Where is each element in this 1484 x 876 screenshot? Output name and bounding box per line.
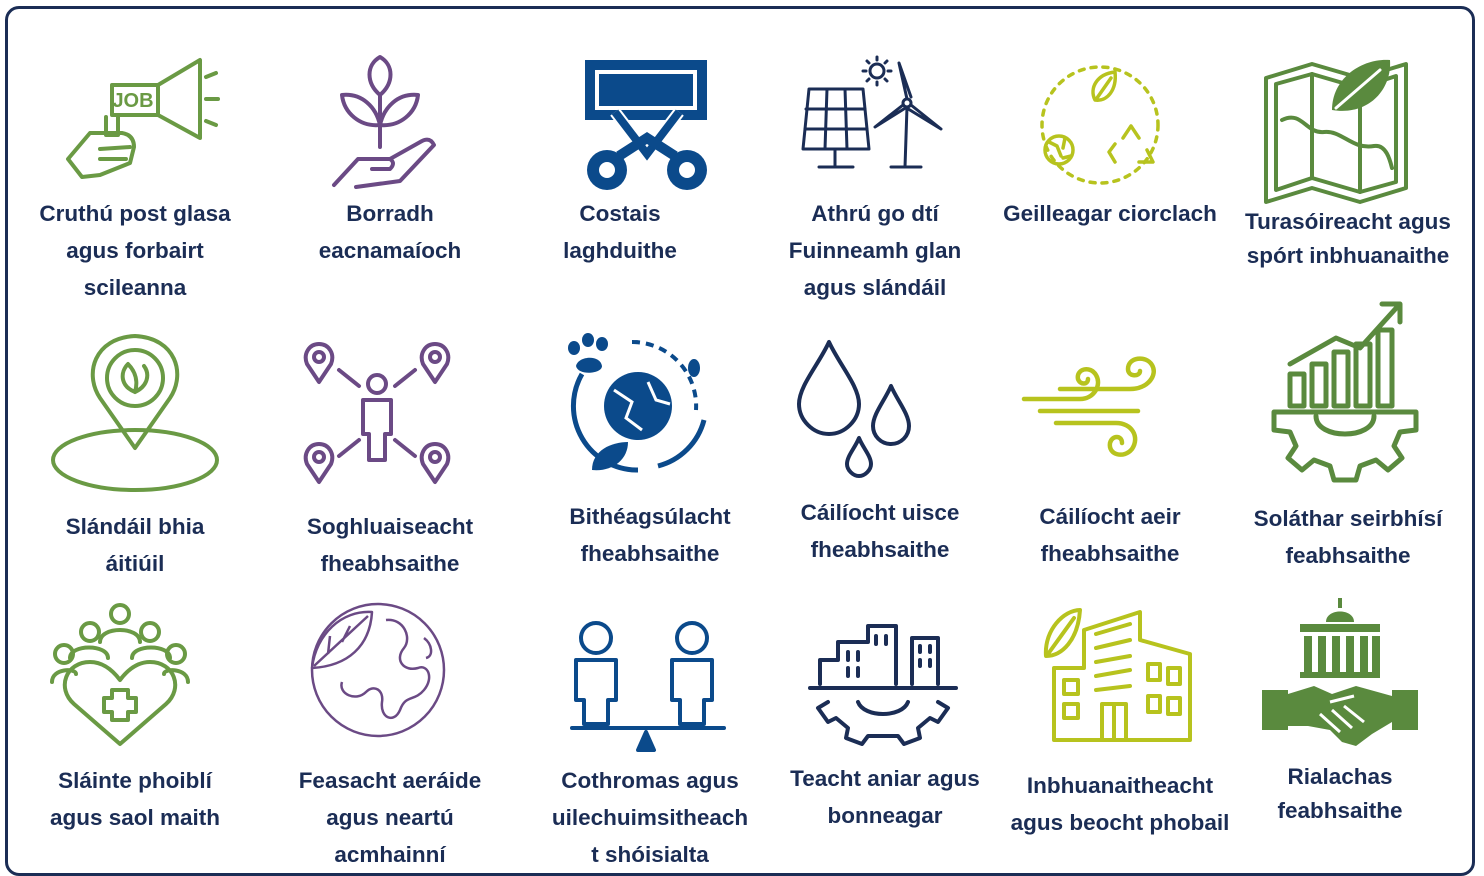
job-label: JOB: [112, 90, 153, 112]
megaphone-job-icon: JOB: [60, 55, 220, 185]
community-heart-icon: [50, 602, 190, 747]
water-drops-icon: [795, 340, 920, 480]
green-building-icon: [1030, 600, 1195, 745]
wind-swirl-icon: [1020, 355, 1170, 465]
infographic-frame: [5, 6, 1475, 876]
biodiversity-globe-icon: [562, 330, 712, 480]
growth-gear-icon: [1270, 300, 1420, 483]
solar-wind-icon: [795, 55, 950, 175]
government-handshake-icon: [1260, 598, 1420, 753]
balance-people-icon: [568, 620, 728, 755]
person-locations-icon: [303, 342, 453, 492]
city-gear-icon: [808, 622, 958, 757]
circular-economy-icon: [1035, 60, 1165, 190]
leaf-globe-icon: [308, 598, 448, 740]
tile-label-circular-economy: Geilleagar ciorclach: [1003, 201, 1217, 226]
map-leaf-icon: [1262, 50, 1412, 210]
location-leaf-icon: [50, 320, 220, 505]
hand-plant-icon: [330, 55, 450, 190]
banknote-scissors-icon: [575, 58, 720, 198]
